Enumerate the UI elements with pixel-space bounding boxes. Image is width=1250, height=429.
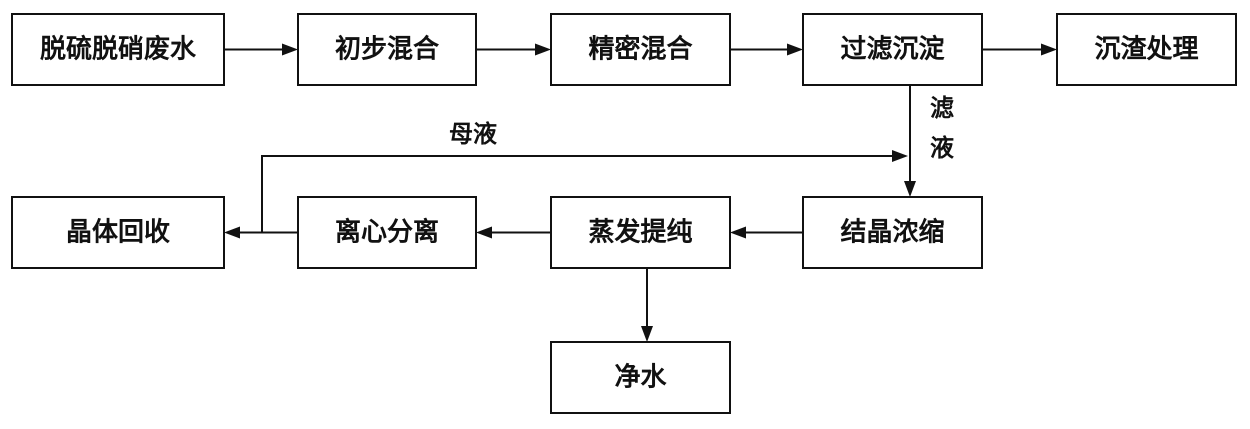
filtrate-label-char-2: 液 — [930, 134, 954, 162]
node-label: 净水 — [614, 363, 667, 393]
node-label: 过滤沉淀 — [840, 34, 945, 65]
node-label: 脱硫脱硝废水 — [40, 34, 197, 65]
node-centrifugal-separation: 离心分离 — [297, 196, 477, 269]
node-label: 离心分离 — [335, 217, 439, 248]
node-evaporation-purification: 蒸发提纯 — [550, 196, 731, 269]
arrow-mother-liquor-recycle — [261, 150, 908, 233]
node-clean-water: 净水 — [550, 341, 731, 414]
node-label: 精密混合 — [588, 34, 693, 65]
arrow-initial-to-fine-mixing — [476, 43, 551, 56]
arrow-wastewater-to-initial-mixing — [224, 43, 298, 56]
arrow-fine-mixing-to-filtration — [730, 43, 803, 56]
node-label: 结晶浓缩 — [840, 217, 944, 248]
node-sludge-treatment: 沉渣处理 — [1056, 13, 1237, 86]
node-crystallization-concentration: 结晶浓缩 — [802, 196, 983, 269]
arrow-evaporation-to-centrifugal — [476, 226, 551, 239]
arrow-filtration-to-sludge-treatment — [982, 43, 1057, 56]
arrow-evaporation-to-clean-water — [641, 268, 653, 342]
filtrate-label-char-1: 滤 — [930, 94, 954, 122]
node-desulfurization-denitrification-wastewater: 脱硫脱硝废水 — [11, 13, 225, 86]
node-initial-mixing: 初步混合 — [297, 13, 477, 86]
node-fine-mixing: 精密混合 — [550, 13, 731, 86]
node-crystal-recovery: 晶体回收 — [11, 196, 225, 269]
node-label: 蒸发提纯 — [588, 217, 692, 248]
arrow-filtrate — [904, 85, 916, 197]
node-label: 初步混合 — [335, 34, 440, 65]
node-label: 晶体回收 — [66, 218, 170, 248]
mother-liquor-label: 母液 — [449, 120, 497, 148]
node-filtration-sedimentation: 过滤沉淀 — [802, 13, 983, 86]
arrow-crystallization-to-evaporation — [730, 226, 803, 239]
arrow-centrifugal-to-crystal-recovery — [224, 226, 298, 239]
node-label: 沉渣处理 — [1094, 35, 1198, 65]
